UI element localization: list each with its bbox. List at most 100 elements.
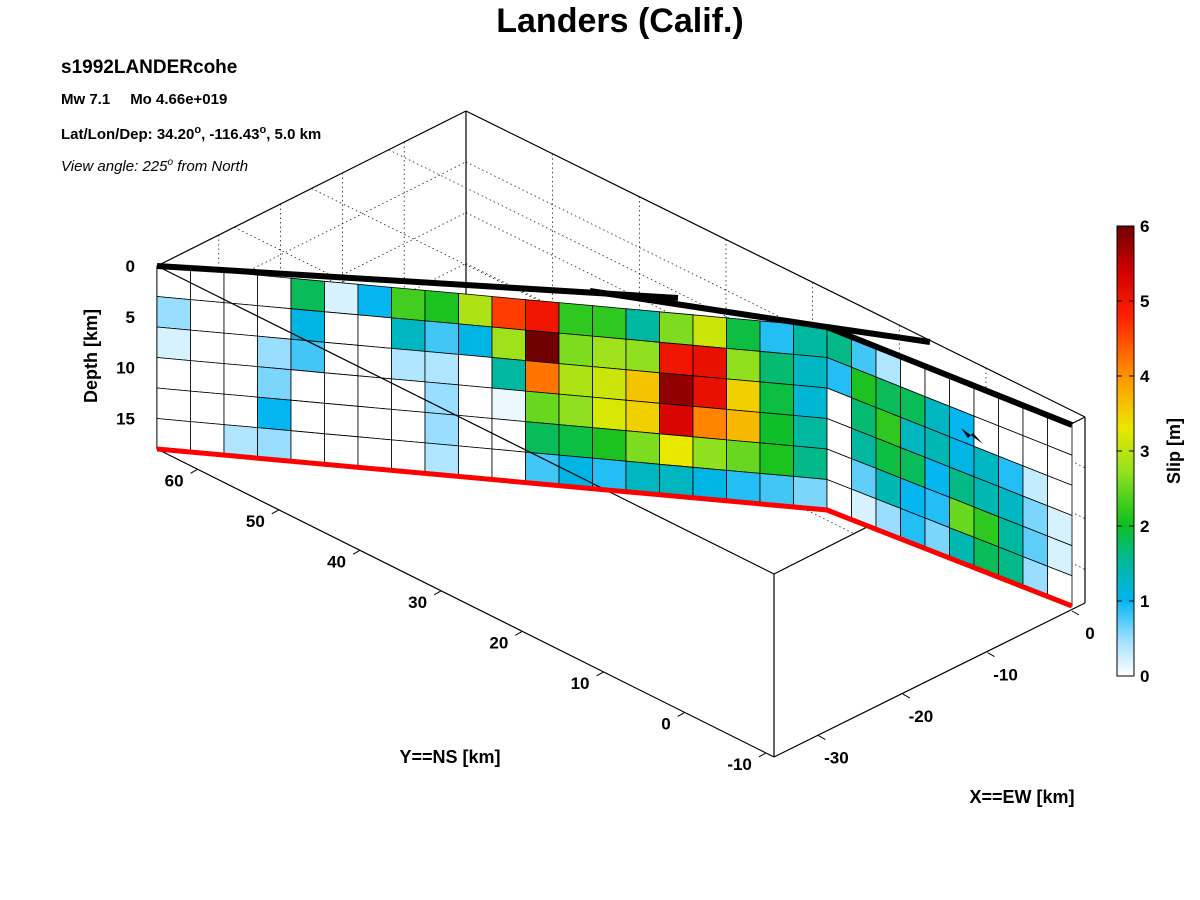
- slip-cell: [424, 289, 459, 325]
- slip-cell: [793, 384, 828, 419]
- slip-cell: [357, 344, 392, 380]
- fault-slip-cells: [156, 265, 1073, 607]
- colorbar-tick-label: 0: [1140, 667, 1149, 686]
- slip-cell: [223, 332, 258, 368]
- slip-cell: [290, 277, 325, 313]
- slip-cell: [759, 381, 794, 416]
- slip-cell: [592, 305, 627, 340]
- slip-cell: [458, 323, 493, 358]
- ns-tick-label: 20: [489, 633, 508, 652]
- slip-cell: [692, 375, 727, 410]
- slip-cell: [625, 308, 660, 343]
- ew-tick-label: -20: [909, 707, 934, 726]
- slip-cell: [290, 369, 325, 404]
- slip-cell: [324, 372, 359, 407]
- slip-cell: [290, 399, 325, 435]
- slip-cell: [726, 317, 761, 352]
- slip-cell: [391, 317, 426, 352]
- slip-cell: [491, 326, 526, 362]
- slip-cell: [324, 402, 359, 438]
- degree-symbol: o: [167, 157, 174, 168]
- fault-bottom-trace: [156, 446, 1073, 609]
- slip-cell: [491, 387, 526, 423]
- slip-cell: [156, 357, 191, 392]
- ns-tick-label: 10: [571, 674, 590, 693]
- slip-cell: [793, 414, 828, 450]
- slip-cell: [257, 305, 292, 340]
- depth-tick-label: 15: [116, 410, 135, 429]
- slip-cell: [759, 350, 794, 386]
- slip-cell: [525, 360, 560, 395]
- slip-cell: [692, 436, 727, 471]
- slip-cell: [692, 344, 727, 380]
- lat-value: Lat/Lon/Dep: 34.20: [61, 126, 195, 143]
- slip-cell: [491, 357, 526, 392]
- slip-cell: [525, 299, 560, 334]
- slip-cell: [458, 384, 493, 419]
- ns-axis-label: Y==NS [km]: [399, 747, 500, 767]
- slip-cell: [726, 347, 761, 383]
- slip-cell: [659, 402, 694, 438]
- slip-cell: [424, 381, 459, 416]
- slip-cell: [525, 421, 560, 456]
- ns-tick-label: 30: [408, 593, 427, 612]
- slip-cell: [625, 369, 660, 404]
- slip-cell: [659, 372, 694, 407]
- ns-tick-label: 40: [327, 552, 346, 571]
- slip-cell: [558, 393, 593, 429]
- slip-cell: [257, 366, 292, 401]
- depth-axis-label: Depth [km]: [81, 309, 101, 403]
- slip-cell: [324, 311, 359, 346]
- slip-cell: [659, 311, 694, 346]
- ns-tick-mark: [758, 752, 767, 758]
- slip-cell: [793, 445, 828, 480]
- depth-tick-label: 0: [126, 257, 135, 276]
- event-id: s1992LANDERcohe: [61, 57, 238, 78]
- slip-cell: [659, 433, 694, 468]
- chart-title: Landers (Calif.): [496, 2, 744, 40]
- ns-tick-label: 60: [165, 471, 184, 490]
- ns-tick-mark: [515, 630, 523, 636]
- slip-cell: [759, 442, 794, 477]
- slip-cell: [324, 280, 359, 316]
- slip-cell: [257, 335, 292, 371]
- slip-cell: [424, 411, 459, 447]
- degree-symbol: o: [194, 124, 202, 136]
- slip-cell: [793, 353, 828, 389]
- slip-cell: [625, 338, 660, 374]
- epicenter-marker: [961, 428, 983, 444]
- slip-cell: [625, 399, 660, 435]
- ns-tick-mark: [677, 711, 685, 717]
- colorbar-label: Slip [m]: [1164, 418, 1184, 484]
- slip-cell: [558, 332, 593, 368]
- slip-cell: [424, 320, 459, 355]
- slip-cell: [190, 329, 225, 365]
- slip-cell: [491, 296, 526, 331]
- slip-cell: [726, 378, 761, 413]
- slip-cell: [391, 408, 426, 444]
- degree-symbol: o: [259, 124, 267, 136]
- fault-top-trace: [156, 263, 1074, 428]
- slip-cell: [558, 302, 593, 337]
- ns-tick-mark: [596, 671, 604, 677]
- colorbar-tick-label: 1: [1140, 592, 1149, 611]
- slip-cell: [290, 338, 325, 374]
- depth-value: , 5.0 km: [266, 126, 322, 143]
- ns-tick-label: -10: [727, 755, 752, 774]
- slip-cell: [525, 329, 560, 365]
- slip-cell: [391, 347, 426, 383]
- ew-tick-mark: [818, 735, 826, 740]
- slip-cell: [592, 366, 627, 401]
- slip-cell: [525, 390, 560, 426]
- slip-cell: [692, 405, 727, 441]
- ns-tick-label: 50: [246, 512, 265, 531]
- slip-cell: [357, 314, 392, 349]
- slip-cell: [692, 314, 727, 349]
- colorbar-tick-label: 3: [1140, 442, 1149, 461]
- colorbar-tick-label: 6: [1140, 217, 1149, 236]
- slip-cell: [156, 265, 191, 301]
- slip-cell: [558, 363, 593, 398]
